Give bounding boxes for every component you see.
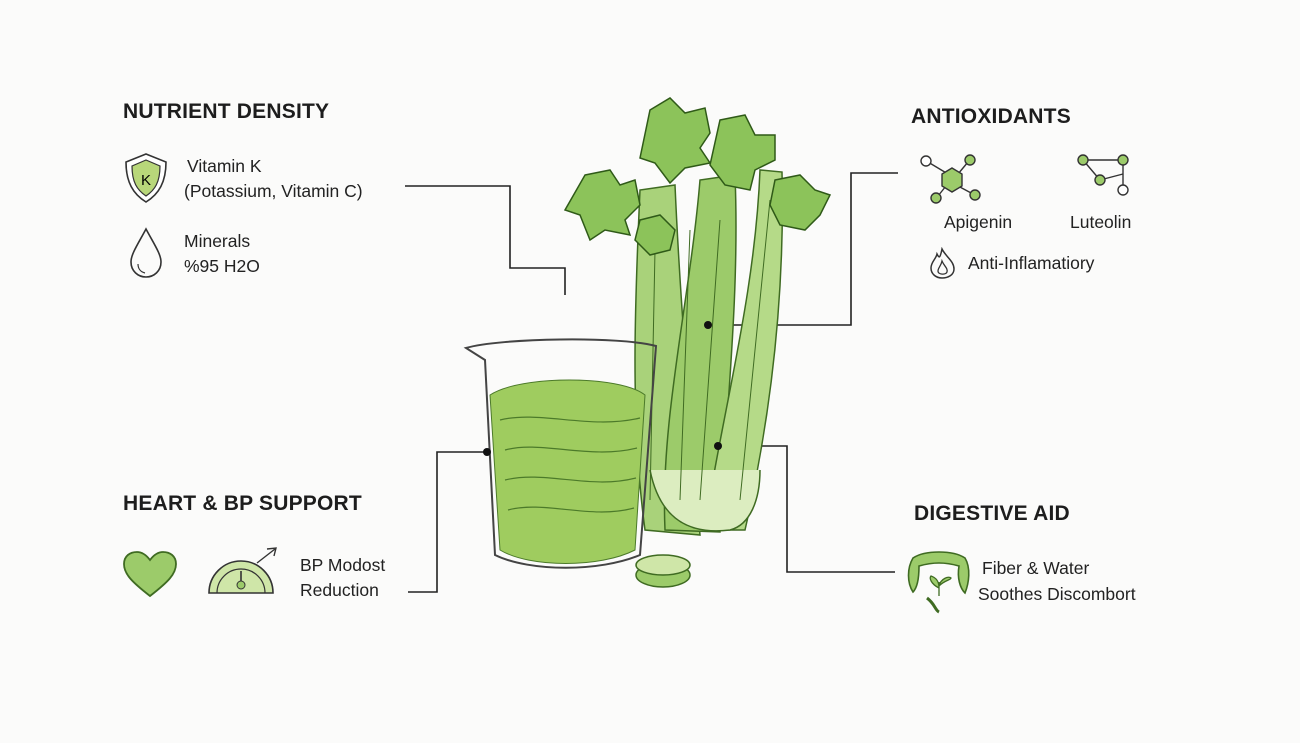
- heart-icon: [122, 550, 178, 605]
- glass-of-juice: [463, 338, 658, 569]
- celery-stalks: [634, 169, 784, 536]
- digestive-aid-title: DIGESTIVE AID: [914, 502, 1070, 525]
- leader-line-antioxidants: [708, 172, 898, 326]
- apigenin-molecule-icon: [918, 152, 988, 209]
- antioxidants-title: ANTIOXIDANTS: [911, 105, 1071, 128]
- leader-line-heart: [408, 451, 487, 593]
- nutrient-item-1-line2: (Potassium, Vitamin C): [184, 181, 363, 201]
- anti-inflammatory-label: Anti-Inflamatiory: [968, 253, 1095, 273]
- luteolin-molecule-icon: [1075, 152, 1135, 207]
- heart-line2: Reduction: [300, 580, 379, 600]
- apigenin-label: Apigenin: [944, 212, 1013, 232]
- nutrient-item-1-line1: Vitamin K: [187, 156, 262, 176]
- nutrient-item-2-line2: %95 H2O: [184, 256, 260, 276]
- nutrient-density-title: NUTRIENT DENSITY: [123, 100, 330, 123]
- heart-bp-title: HEART & BP SUPPORT: [123, 492, 362, 515]
- luteolin-label: Luteolin: [1070, 212, 1132, 232]
- flame-icon: [928, 246, 958, 284]
- water-drop-icon: [128, 226, 168, 285]
- intestine-leaf-icon: [905, 548, 971, 619]
- nutrient-item-2-line1: Minerals: [184, 231, 251, 251]
- leader-line-nutrient: [405, 185, 566, 295]
- digestive-line2: Soothes Discombort: [978, 584, 1136, 604]
- digestive-line1: Fiber & Water: [982, 558, 1090, 578]
- celery-leaves: [563, 97, 832, 256]
- shield-badge: K: [141, 172, 151, 189]
- shield-k-icon: K: [123, 152, 169, 209]
- celery-slice: [635, 554, 691, 588]
- gauge-icon: [205, 545, 279, 602]
- heart-line1: BP Modost: [300, 555, 386, 575]
